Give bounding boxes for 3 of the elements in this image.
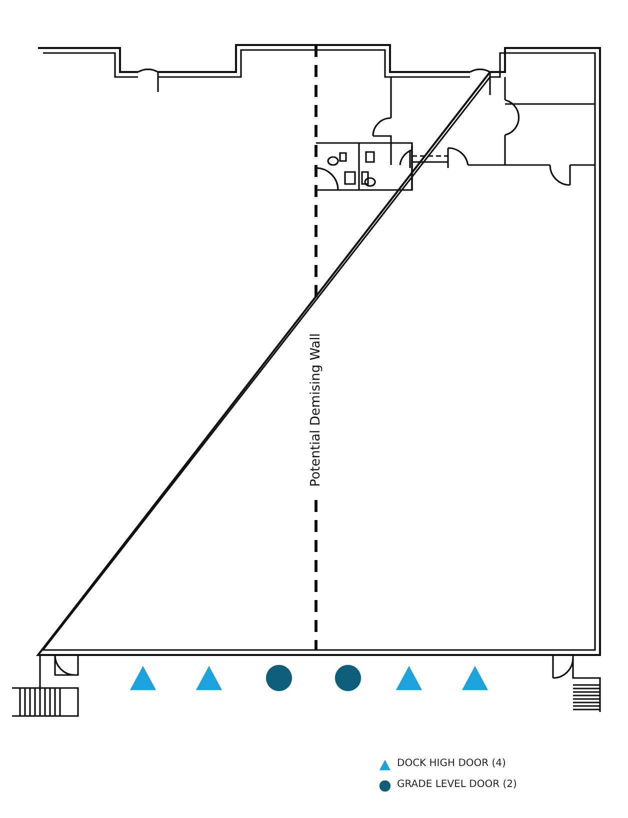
wall-label: Potential Demising Wall	[308, 333, 324, 487]
legend-text: DOCK HIGH DOOR (4)	[397, 758, 506, 769]
legend-text: GRADE LEVEL DOOR (2)	[397, 779, 517, 790]
